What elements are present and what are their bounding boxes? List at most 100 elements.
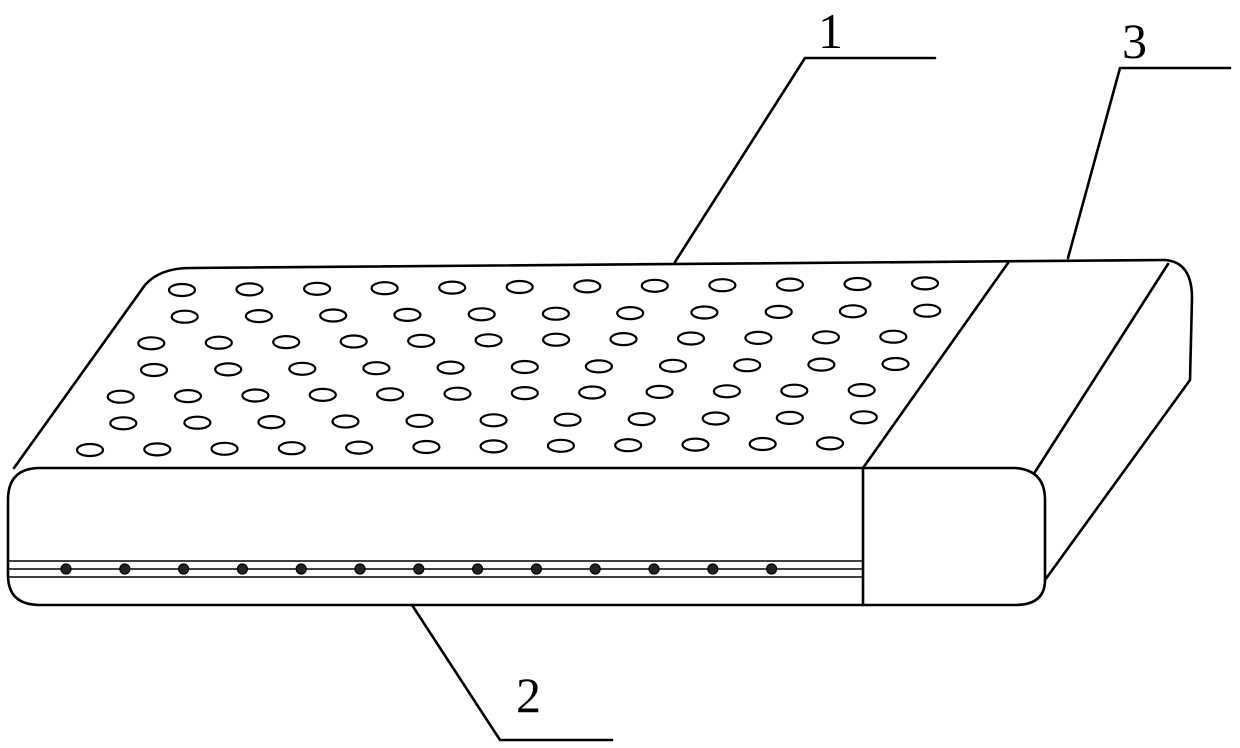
ventilation-hole <box>543 308 569 320</box>
ventilation-hole <box>512 361 538 373</box>
strip-dot <box>473 564 483 574</box>
ventilation-hole <box>617 307 643 319</box>
ventilation-hole <box>851 411 877 423</box>
ventilation-hole <box>138 337 164 349</box>
ventilation-hole <box>615 439 641 451</box>
ventilation-hole <box>144 443 170 455</box>
ventilation-hole <box>683 439 709 451</box>
ventilation-hole <box>206 337 232 349</box>
ventilation-hole <box>914 305 940 317</box>
ventilation-hole <box>476 334 502 346</box>
ventilation-hole <box>781 385 807 397</box>
ventilation-hole <box>548 440 574 452</box>
ventilation-hole <box>273 336 299 348</box>
ventilation-hole <box>413 441 439 453</box>
ventilation-hole <box>714 385 740 397</box>
ventilation-hole <box>242 390 268 402</box>
ventilation-hole <box>289 363 315 375</box>
ventilation-hole <box>579 387 605 399</box>
ventilation-hole <box>372 282 398 294</box>
ventilation-hole <box>333 416 359 428</box>
ventilation-hole <box>237 283 263 295</box>
ventilation-hole <box>169 284 195 296</box>
ventilation-hole <box>611 333 637 345</box>
strip-dot <box>414 564 424 574</box>
ventilation-hole <box>750 438 776 450</box>
ventilation-hole <box>469 308 495 320</box>
ventilation-hole <box>341 336 367 348</box>
label-part-2: 2 <box>516 667 541 723</box>
ventilation-hole <box>310 389 336 401</box>
ventilation-hole <box>766 306 792 318</box>
ventilation-hole <box>840 305 866 317</box>
ventilation-hole <box>543 334 569 346</box>
strip-dot <box>120 564 130 574</box>
ventilation-hole <box>172 311 198 323</box>
strip-dot <box>590 564 600 574</box>
strip-dot <box>649 564 659 574</box>
strip-dot <box>531 564 541 574</box>
ventilation-hole <box>512 387 538 399</box>
leader-line-2 <box>412 605 612 740</box>
ventilation-hole <box>279 442 305 454</box>
ventilation-hole <box>110 417 136 429</box>
strip-dot <box>61 564 71 574</box>
ventilation-hole <box>586 360 612 372</box>
ventilation-hole <box>647 386 673 398</box>
ventilation-hole <box>660 360 686 372</box>
ventilation-hole <box>629 413 655 425</box>
ventilation-hole <box>407 415 433 427</box>
ventilation-hole <box>555 414 581 426</box>
ventilation-hole <box>481 414 507 426</box>
ventilation-hole <box>184 417 210 429</box>
strip-dot <box>767 564 777 574</box>
ventilation-hole <box>108 391 134 403</box>
strip-dot <box>708 564 718 574</box>
ventilation-hole <box>304 283 330 295</box>
ventilation-hole <box>883 358 909 370</box>
ventilation-hole <box>320 310 346 322</box>
pillow-front-face <box>8 468 1045 605</box>
ventilation-hole <box>438 362 464 374</box>
ventilation-hole <box>734 359 760 371</box>
label-part-3: 3 <box>1122 13 1147 69</box>
ventilation-hole <box>394 309 420 321</box>
strip-dot <box>355 564 365 574</box>
ventilation-hole <box>377 388 403 400</box>
ventilation-hole <box>642 280 668 292</box>
ventilation-hole <box>507 281 533 293</box>
ventilation-hole <box>77 444 103 456</box>
ventilation-hole <box>808 359 834 371</box>
ventilation-hole <box>745 332 771 344</box>
ventilation-hole <box>817 437 843 449</box>
ventilation-hole <box>141 364 167 376</box>
strip-dot <box>296 564 306 574</box>
ventilation-hole <box>363 362 389 374</box>
ventilation-hole <box>691 307 717 319</box>
ventilation-hole <box>845 278 871 290</box>
ventilation-hole <box>246 310 272 322</box>
leader-line-1 <box>675 58 935 262</box>
ventilation-hole <box>175 390 201 402</box>
ventilation-hole <box>215 363 241 375</box>
ventilation-hole <box>445 388 471 400</box>
ventilation-hole <box>346 442 372 454</box>
ventilation-hole <box>439 282 465 294</box>
ventilation-hole <box>212 443 238 455</box>
ventilation-hole <box>777 412 803 424</box>
ventilation-hole <box>709 279 735 291</box>
ventilation-hole <box>880 331 906 343</box>
ventilation-hole <box>678 333 704 345</box>
leader-line-3 <box>1068 68 1230 258</box>
ventilation-holes <box>77 277 940 456</box>
ventilation-hole <box>912 277 938 289</box>
ventilation-hole <box>258 416 284 428</box>
ventilation-hole <box>849 384 875 396</box>
strip-dot <box>237 564 247 574</box>
ventilation-hole <box>813 331 839 343</box>
pillow-right-inner-edge <box>1035 264 1168 472</box>
ventilation-hole <box>574 280 600 292</box>
ventilation-hole <box>777 279 803 291</box>
label-part-1: 1 <box>818 3 843 59</box>
